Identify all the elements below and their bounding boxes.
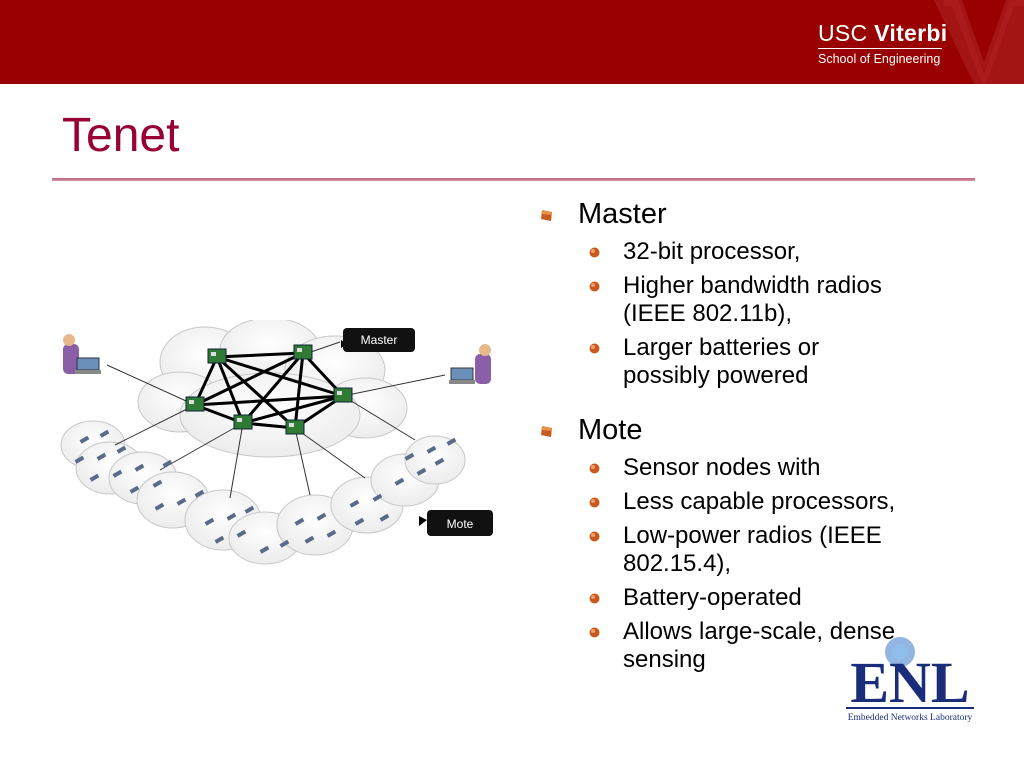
sub-bullet-text: Low-power radios (IEEE 802.15.4), <box>623 522 882 577</box>
sub-bullet-icon <box>589 627 600 638</box>
logo-viterbi-text: Viterbi <box>874 20 948 46</box>
sub-bullet-icon <box>589 531 600 542</box>
enl-letters: ENL <box>850 650 969 715</box>
mote-callout: Mote <box>419 510 493 536</box>
usc-viterbi-logo: USC Viterbi School of Engineering <box>818 20 947 66</box>
mote-callout-label: Mote <box>447 517 474 531</box>
master-callout-label: Master <box>361 333 398 347</box>
sub-bullet-icon <box>589 497 600 508</box>
sub-bullet-icon <box>589 343 600 354</box>
master-callout: Master <box>341 328 415 352</box>
sub-bullet: 32-bit processor, <box>540 238 980 266</box>
master-nodes <box>185 344 353 435</box>
sub-bullet: Sensor nodes with <box>540 454 980 482</box>
bullet-icon <box>541 210 552 221</box>
logo-divider <box>818 48 942 49</box>
bullet-mote: Mote <box>540 412 980 448</box>
sub-bullet: Low-power radios (IEEE 802.15.4), <box>540 522 980 578</box>
bullet-list: Master 32-bit processor, Higher bandwidt… <box>540 196 980 674</box>
sub-bullet-text: Higher bandwidth radios (IEEE 802.11b), <box>623 272 882 327</box>
sub-bullet-text: Less capable processors, <box>623 488 896 515</box>
sub-bullet: Less capable processors, <box>540 488 980 516</box>
mote-uplinks <box>106 341 446 499</box>
viterbi-v-mark <box>934 0 1024 84</box>
enl-logo: ENL Embedded Networks Laboratory <box>846 637 974 723</box>
sub-bullet-icon <box>589 463 600 474</box>
sub-bullet-icon <box>589 247 600 258</box>
enl-caption: Embedded Networks Laboratory <box>848 713 973 723</box>
sub-bullet: Battery-operated <box>540 584 980 612</box>
slide-title: Tenet <box>62 109 180 162</box>
logo-usc-text: USC <box>818 20 868 46</box>
mote-nodes <box>74 429 457 554</box>
sub-bullet: Larger batteries or possibly powered <box>540 334 980 390</box>
sub-bullet-text: Sensor nodes with <box>623 454 821 481</box>
bullet-mote-label: Mote <box>578 414 643 446</box>
user-laptop-left <box>63 334 101 374</box>
title-underline <box>52 178 975 181</box>
sub-bullet: Higher bandwidth radios (IEEE 802.11b), <box>540 272 980 328</box>
sub-bullet-text: Battery-operated <box>623 584 802 611</box>
sub-bullet-text: Larger batteries or possibly powered <box>623 334 820 389</box>
header-banner: USC Viterbi School of Engineering <box>0 0 1024 84</box>
sub-bullet-icon <box>589 281 600 292</box>
user-laptop-right <box>449 344 491 384</box>
sub-bullet-text: Allows large-scale, dense sensing <box>623 618 896 673</box>
logo-school-text: School of Engineering <box>818 52 941 66</box>
bullet-icon <box>541 426 552 437</box>
bullet-master-label: Master <box>578 198 667 230</box>
network-diagram: Master Mote <box>60 320 493 565</box>
sub-bullet-icon <box>589 593 600 604</box>
sub-bullet-text: 32-bit processor, <box>623 238 801 265</box>
bullet-master: Master <box>540 196 980 232</box>
sub-bullet: Allows large-scale, dense sensing <box>540 618 980 674</box>
